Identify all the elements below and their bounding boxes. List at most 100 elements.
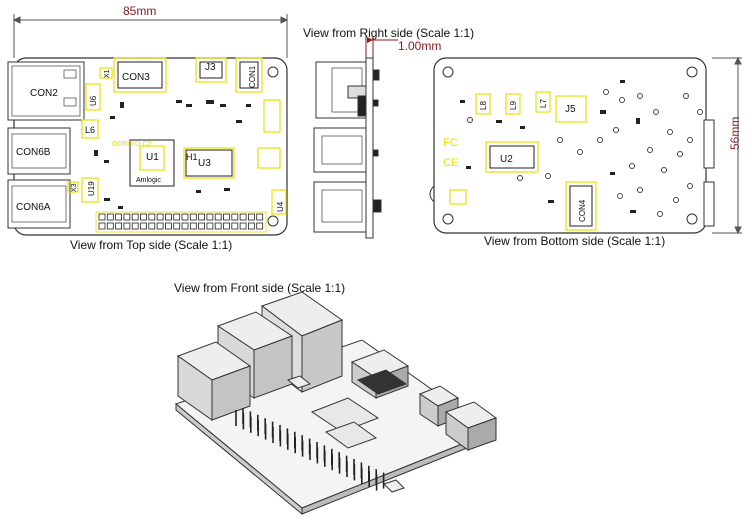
label-u3: U3 bbox=[198, 158, 211, 169]
gpio-pin bbox=[106, 222, 114, 230]
bottom-view-board: U2 J5 FC CE L8 L9 L7 CON4 bbox=[429, 57, 715, 234]
label-j5: J5 bbox=[565, 104, 576, 115]
j5-outline bbox=[555, 95, 587, 123]
label-h1: H1 bbox=[186, 152, 198, 162]
gpio-pin bbox=[223, 222, 230, 230]
gpio-pin bbox=[181, 222, 189, 230]
via bbox=[677, 151, 683, 157]
label-x3: X3 bbox=[71, 183, 78, 192]
gpio-pin bbox=[256, 222, 264, 230]
gpio-pin bbox=[140, 222, 147, 230]
con6b-usb-connector bbox=[7, 127, 71, 175]
via bbox=[661, 167, 667, 173]
via bbox=[603, 89, 609, 95]
x1-outline bbox=[99, 67, 113, 79]
via bbox=[545, 173, 551, 179]
label-u1: U1 bbox=[146, 152, 159, 163]
label-con4: CON4 bbox=[578, 199, 587, 222]
l7-outline bbox=[535, 91, 551, 113]
via bbox=[683, 93, 689, 99]
l9-outline bbox=[505, 93, 521, 115]
width-dimension-label: 85mm bbox=[123, 4, 157, 18]
label-l7: L7 bbox=[539, 99, 548, 108]
gpio-pin bbox=[131, 213, 139, 221]
via bbox=[613, 127, 619, 133]
via bbox=[629, 163, 635, 169]
u19-outline bbox=[81, 177, 99, 203]
gpio-pins bbox=[98, 213, 264, 230]
via bbox=[647, 147, 653, 153]
label-u6: U6 bbox=[89, 95, 98, 106]
via bbox=[467, 117, 473, 123]
gpio-pin bbox=[239, 213, 247, 221]
label-u4: U4 bbox=[276, 201, 285, 212]
label-x1: X1 bbox=[104, 69, 111, 78]
gpio-pin bbox=[173, 213, 181, 221]
gpio-pin bbox=[98, 222, 106, 230]
u3-chip bbox=[185, 149, 233, 177]
gpio-pin bbox=[231, 222, 239, 230]
label-con3: CON3 bbox=[122, 72, 150, 83]
con3-hdmi-body bbox=[117, 61, 163, 89]
gpio-pin bbox=[198, 222, 206, 230]
via bbox=[657, 211, 663, 217]
pad-outline bbox=[257, 147, 281, 169]
gpio-pin bbox=[106, 213, 114, 221]
via bbox=[517, 175, 523, 181]
gpio-pin bbox=[156, 222, 164, 230]
gpio-pin bbox=[123, 222, 131, 230]
u3-outline bbox=[183, 147, 235, 179]
gpio-pin bbox=[115, 213, 122, 221]
gpio-pin bbox=[173, 222, 181, 230]
label-board-name: ODROID-C2 bbox=[112, 141, 151, 148]
via bbox=[653, 109, 659, 115]
label-u2: U2 bbox=[500, 154, 513, 165]
bottom-view-caption: View from Bottom side (Scale 1:1) bbox=[484, 234, 666, 248]
gpio-pin bbox=[223, 213, 230, 221]
l8-outline bbox=[475, 93, 491, 115]
gpio-pin bbox=[148, 222, 156, 230]
right-view bbox=[313, 36, 398, 239]
gpio-pin bbox=[247, 222, 255, 230]
gpio-pin bbox=[115, 222, 122, 230]
via bbox=[617, 193, 623, 199]
u2-outline bbox=[485, 141, 539, 173]
con1-body bbox=[239, 61, 259, 89]
label-con6a: CON6A bbox=[16, 202, 51, 213]
gpio-pin bbox=[214, 213, 222, 221]
top-view-caption: View from Top side (Scale 1:1) bbox=[70, 238, 233, 252]
gpio-pin bbox=[123, 213, 131, 221]
l6-outline bbox=[81, 119, 99, 139]
label-l6: L6 bbox=[85, 125, 95, 135]
via bbox=[597, 137, 603, 143]
label-con1: CON1 bbox=[248, 65, 257, 88]
label-con6b: CON6B bbox=[16, 147, 51, 158]
front-view-caption: View from Front side (Scale 1:1) bbox=[174, 281, 346, 295]
gpio-pin bbox=[148, 213, 156, 221]
con1-outline bbox=[235, 57, 263, 93]
gpio-pin bbox=[239, 222, 247, 230]
gpio-pin bbox=[247, 213, 255, 221]
gpio-pin bbox=[189, 213, 197, 221]
label-fcc: FC bbox=[443, 137, 458, 149]
cert-outline bbox=[449, 189, 467, 205]
gpio-pin bbox=[231, 213, 239, 221]
via bbox=[637, 93, 643, 99]
con2-ethernet-connector bbox=[7, 61, 85, 121]
width-dimension bbox=[12, 14, 289, 58]
gpio-header bbox=[95, 211, 267, 233]
via bbox=[697, 109, 703, 115]
x3-outline bbox=[67, 181, 79, 193]
gpio-pin bbox=[98, 213, 106, 221]
label-chip-brand: Amlogic bbox=[136, 177, 161, 184]
via bbox=[673, 197, 679, 203]
front-isometric-view bbox=[174, 291, 498, 516]
via bbox=[557, 137, 563, 143]
con-side-outline bbox=[263, 99, 281, 133]
label-con2: CON2 bbox=[30, 88, 58, 99]
gpio-pin bbox=[181, 213, 189, 221]
gpio-pin bbox=[206, 213, 214, 221]
label-l8: L8 bbox=[479, 101, 488, 110]
con6a-usb-connector bbox=[7, 179, 71, 229]
